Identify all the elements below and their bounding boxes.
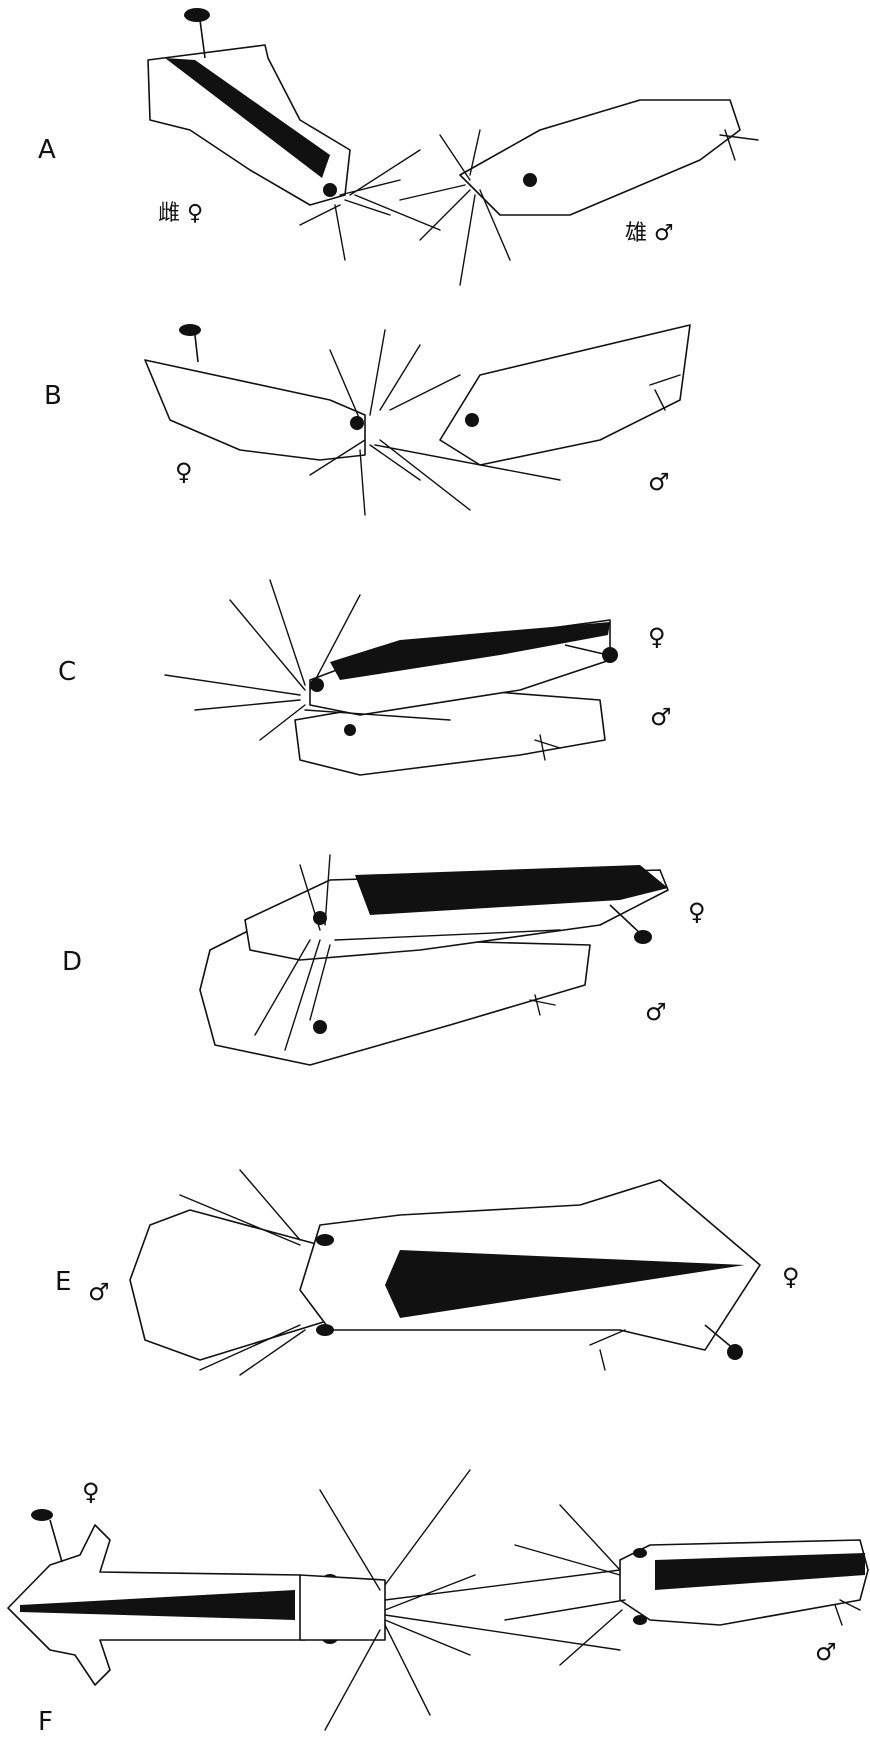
- panel-label-f: F: [38, 1707, 53, 1737]
- panel-d: D ♀ ♂: [62, 855, 706, 1065]
- male-label-c: ♂: [650, 703, 672, 731]
- female-squid-e: [300, 1180, 760, 1370]
- female-label-d: ♀: [688, 898, 706, 926]
- panel-label-b: B: [44, 381, 62, 411]
- panel-f: F ♀ ♂: [8, 1470, 868, 1737]
- panel-label-c: C: [58, 657, 76, 687]
- male-label-a: 雄 ♂: [625, 221, 674, 246]
- female-label-e: ♀: [782, 1263, 800, 1291]
- panel-a: A 雌 ♀ 雄 ♂: [38, 8, 758, 285]
- male-squid-a: [400, 100, 758, 285]
- panel-label-a: A: [38, 135, 56, 165]
- panel-label-d: D: [62, 947, 82, 977]
- male-squid-b: [440, 325, 690, 465]
- female-label-f: ♀: [82, 1478, 100, 1506]
- panel-e: E ♂ ♀: [55, 1170, 800, 1375]
- male-squid-e: [130, 1170, 330, 1375]
- panel-label-e: E: [55, 1267, 71, 1297]
- male-label-f: ♂: [815, 1638, 837, 1666]
- female-label-a: 雌 ♀: [158, 201, 203, 226]
- female-squid-f: [8, 1509, 338, 1685]
- male-label-b: ♂: [648, 468, 670, 496]
- panel-b: B ♀ ♂: [44, 324, 690, 515]
- female-label-b: ♀: [175, 458, 193, 486]
- male-label-d: ♂: [645, 998, 667, 1026]
- female-squid-b: [145, 324, 365, 460]
- female-label-c: ♀: [648, 623, 666, 651]
- male-label-e: ♂: [88, 1278, 110, 1306]
- panel-c: C ♀ ♂: [58, 580, 672, 775]
